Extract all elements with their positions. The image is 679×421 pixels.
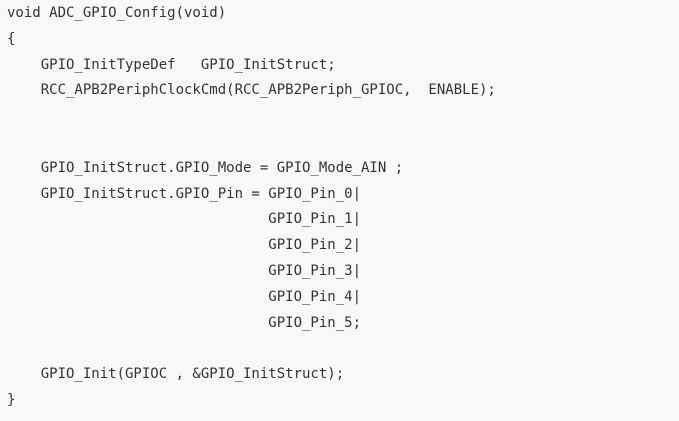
- code-line-blank: [7, 106, 496, 132]
- code-line-gpio-pin-3: GPIO_Pin_3|: [7, 262, 362, 279]
- code-line-gpio-pin-2: GPIO_Pin_2|: [7, 237, 362, 254]
- code-line-struct-declaration: GPIO_InitTypeDef GPIO_InitStruct;: [7, 56, 336, 73]
- code-line-clock-enable: RCC_APB2PeriphClockCmd(RCC_APB2Periph_GP…: [7, 82, 496, 99]
- code-line-blank: [7, 338, 496, 364]
- code-line-gpio-pin-5: GPIO_Pin_5;: [7, 314, 362, 331]
- code-line-gpio-pin-0: GPIO_InitStruct.GPIO_Pin = GPIO_Pin_0|: [7, 185, 362, 202]
- code-line-gpio-pin-4: GPIO_Pin_4|: [7, 288, 362, 305]
- code-lines: void ADC_GPIO_Config(void) { GPIO_InitTy…: [7, 3, 496, 416]
- code-line-gpio-init-call: GPIO_Init(GPIOC , &GPIO_InitStruct);: [7, 366, 345, 383]
- code-line-gpio-pin-1: GPIO_Pin_1|: [7, 211, 362, 228]
- code-line-gpio-mode: GPIO_InitStruct.GPIO_Mode = GPIO_Mode_AI…: [7, 159, 404, 176]
- code-line-open-brace: {: [7, 30, 16, 47]
- code-line-blank: [7, 132, 496, 158]
- code-line-function-signature: void ADC_GPIO_Config(void): [7, 5, 227, 21]
- code-line-close-brace: }: [7, 391, 16, 408]
